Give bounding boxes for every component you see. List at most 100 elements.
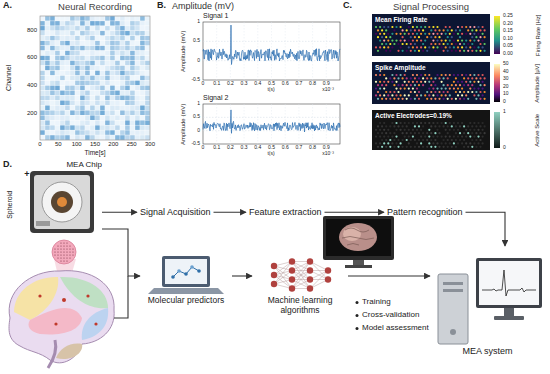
spheroid-dot [57, 251, 58, 252]
heatmap-cell [65, 110, 70, 115]
heatmap-cell [120, 125, 125, 130]
electrode-dot [420, 122, 422, 124]
node-text: Molecular predictors [148, 296, 225, 306]
electrode-dot [428, 88, 430, 90]
electrode-dot [482, 94, 484, 96]
flow-arrow [102, 229, 140, 276]
heatmap-cell [80, 95, 85, 100]
heatmap-cell [140, 80, 145, 85]
heatmap-cell [85, 41, 90, 46]
heatmap-cell [50, 51, 55, 56]
heatmap-cell [45, 95, 50, 100]
heatmap-cell [75, 135, 80, 140]
heatmap-cell [45, 110, 50, 115]
heatmap-cell [75, 41, 80, 46]
heatmap-cell [85, 85, 90, 90]
electrode-dot [387, 81, 389, 83]
electrode-dot [408, 81, 410, 83]
electrode-dot [424, 81, 426, 83]
heatmap-cell [45, 61, 50, 66]
heatmap-cell [75, 95, 80, 100]
label-wrap: 0.4 [254, 145, 261, 151]
heatmap-cell [110, 61, 115, 66]
electrode-dot [465, 136, 467, 138]
heatmap-cell [115, 46, 120, 51]
heatmap-cell [105, 125, 110, 130]
heatmap-cell [60, 110, 65, 115]
heatmap-cell [125, 115, 130, 120]
heatmap-cell [40, 115, 45, 120]
heatmap-cell [95, 76, 100, 81]
electrode-dot [463, 84, 465, 86]
electrode-dot [400, 74, 402, 76]
electrode-dot [395, 142, 397, 144]
label-wrap: 200 [108, 141, 118, 148]
electrode-dot [391, 142, 393, 144]
electrode-dot [445, 94, 447, 96]
heatmap-cell [105, 66, 110, 71]
heatmap-cell [50, 110, 55, 115]
label-wrap: 0.5 [193, 114, 200, 120]
heatmap-cell [45, 71, 50, 76]
electrode-dot [457, 129, 459, 131]
plot-grid [203, 104, 340, 144]
heatmap-cell [105, 135, 110, 140]
electrode-dot [449, 46, 451, 48]
electrode-dot [426, 139, 428, 141]
heatmap-cell [55, 61, 60, 66]
spheroid-dot [66, 257, 67, 258]
electrode-dot [422, 125, 424, 127]
electrode-dot [389, 50, 391, 52]
electrode-dot [381, 125, 383, 127]
heatmap-cell [100, 36, 105, 41]
electrode-dot [393, 132, 395, 134]
electrode-dot [436, 40, 438, 42]
electrode-dot [436, 136, 438, 138]
electrode-dot [428, 129, 430, 131]
label-wrap: 0.6 [282, 81, 289, 87]
heatmap-cell [130, 46, 135, 51]
electrode-dot [445, 129, 447, 131]
electrode-dot [443, 77, 445, 79]
heatmap-cell [75, 125, 80, 130]
chip-photo-part [34, 175, 90, 229]
heatmap-cell [105, 46, 110, 51]
electrode-dot [400, 26, 402, 28]
figure-label: 20 [503, 83, 509, 89]
electrode-dot [465, 26, 467, 28]
network-icon-part [274, 271, 292, 285]
heatmap-cell [90, 66, 95, 71]
electrode-dot [467, 125, 469, 127]
electrode-dot [432, 88, 434, 90]
brain-illustration-part [60, 277, 108, 308]
figure-label: A. [3, 0, 12, 10]
electrode-dot [432, 40, 434, 42]
label-wrap: 50 [55, 141, 62, 148]
electrode-dot [438, 146, 440, 148]
label-wrap: 30 [503, 76, 509, 82]
heatmap-cell [135, 90, 140, 95]
heatmap-cell [120, 66, 125, 71]
heatmap-cell [55, 36, 60, 41]
electrode-dot [432, 26, 434, 28]
heatmap-cell [85, 100, 90, 105]
electrode-dot [436, 26, 438, 28]
electrode-dot [404, 40, 406, 42]
heatmap-cell [85, 120, 90, 125]
heatmap-cell [120, 31, 125, 36]
chip-photo [22, 169, 102, 235]
heatmap-cell [75, 51, 80, 56]
electrode-dot [447, 139, 449, 141]
electrode-dot [381, 36, 383, 38]
electrode-dot [471, 139, 473, 141]
heatmap-cell [90, 105, 95, 110]
heatmap-cell [145, 130, 150, 135]
network-icon-part [289, 285, 295, 291]
heatmap-cell [90, 125, 95, 130]
heatmap-cell [90, 26, 95, 31]
bullet-dot [356, 301, 359, 304]
electrode-dot [414, 98, 416, 100]
electrode-dot [467, 50, 469, 52]
electrode-dot [455, 98, 457, 100]
spheroid-dot [63, 248, 64, 249]
